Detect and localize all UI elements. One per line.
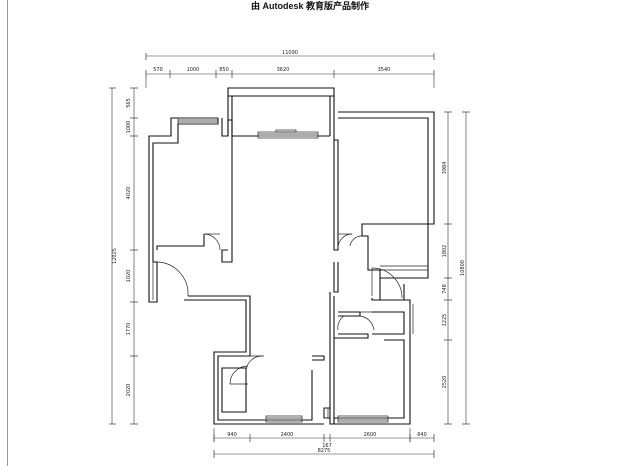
dim-left-total: 12025 bbox=[112, 248, 118, 264]
door-bath bbox=[337, 311, 375, 331]
windows bbox=[177, 117, 428, 423]
window-bottom-right bbox=[337, 415, 389, 423]
dim-right-2: 1802 bbox=[442, 245, 448, 258]
watermark-title: 由 Autodesk 教育版产品制作 bbox=[250, 1, 369, 11]
dim-left-4: 1020 bbox=[126, 270, 132, 283]
dimension-left: 12025 565 1000 4020 1020 1770 2020 bbox=[109, 87, 138, 425]
door-right-room bbox=[371, 267, 403, 299]
door-lower-left bbox=[229, 355, 264, 385]
dim-right-4: 1225 bbox=[442, 314, 448, 327]
dim-right-3: 748 bbox=[442, 284, 448, 294]
door-entrance bbox=[152, 261, 189, 300]
window-living-top bbox=[257, 129, 319, 139]
dim-left-1: 565 bbox=[126, 98, 132, 108]
dim-right-total: 10800 bbox=[460, 260, 466, 276]
dim-top-3: 850 bbox=[219, 67, 229, 73]
dim-right-1: 3984 bbox=[442, 162, 448, 175]
dimension-right: 10800 3984 1802 748 1225 2520 bbox=[442, 111, 470, 425]
dimension-top: 11090 570 1000 850 3620 3540 bbox=[145, 50, 435, 88]
dim-bottom-2: 2400 bbox=[281, 432, 294, 438]
window-bottom-middle bbox=[265, 415, 303, 423]
dim-bottom-total: 8275 bbox=[318, 448, 331, 454]
dim-bottom-1: 940 bbox=[227, 432, 237, 438]
door-living-right bbox=[337, 233, 363, 249]
dimension-bottom: 940 2400 2600 640 167 8275 bbox=[213, 428, 435, 458]
window-bottom-small bbox=[323, 407, 329, 419]
window-right-side bbox=[380, 265, 428, 334]
dim-left-6: 2020 bbox=[126, 384, 132, 397]
dim-left-5: 1770 bbox=[126, 323, 132, 336]
dim-bottom-3: 2600 bbox=[364, 432, 377, 438]
door-bedroom bbox=[203, 233, 221, 251]
window-bedroom-top bbox=[177, 117, 219, 125]
dim-top-1: 570 bbox=[153, 67, 163, 73]
dim-top-2: 1000 bbox=[187, 67, 200, 73]
walls bbox=[148, 87, 435, 425]
viewport-left-border bbox=[7, 0, 8, 466]
dim-right-5: 2520 bbox=[442, 376, 448, 389]
doors bbox=[152, 233, 403, 385]
dim-bottom-small: 167 bbox=[322, 443, 332, 449]
dim-left-2: 1000 bbox=[126, 121, 132, 134]
dim-top-4: 3620 bbox=[277, 67, 290, 73]
dim-top-total: 11090 bbox=[282, 50, 298, 56]
dim-left-3: 4020 bbox=[126, 187, 132, 200]
dim-top-5: 3540 bbox=[378, 67, 391, 73]
dim-bottom-4: 640 bbox=[417, 432, 427, 438]
